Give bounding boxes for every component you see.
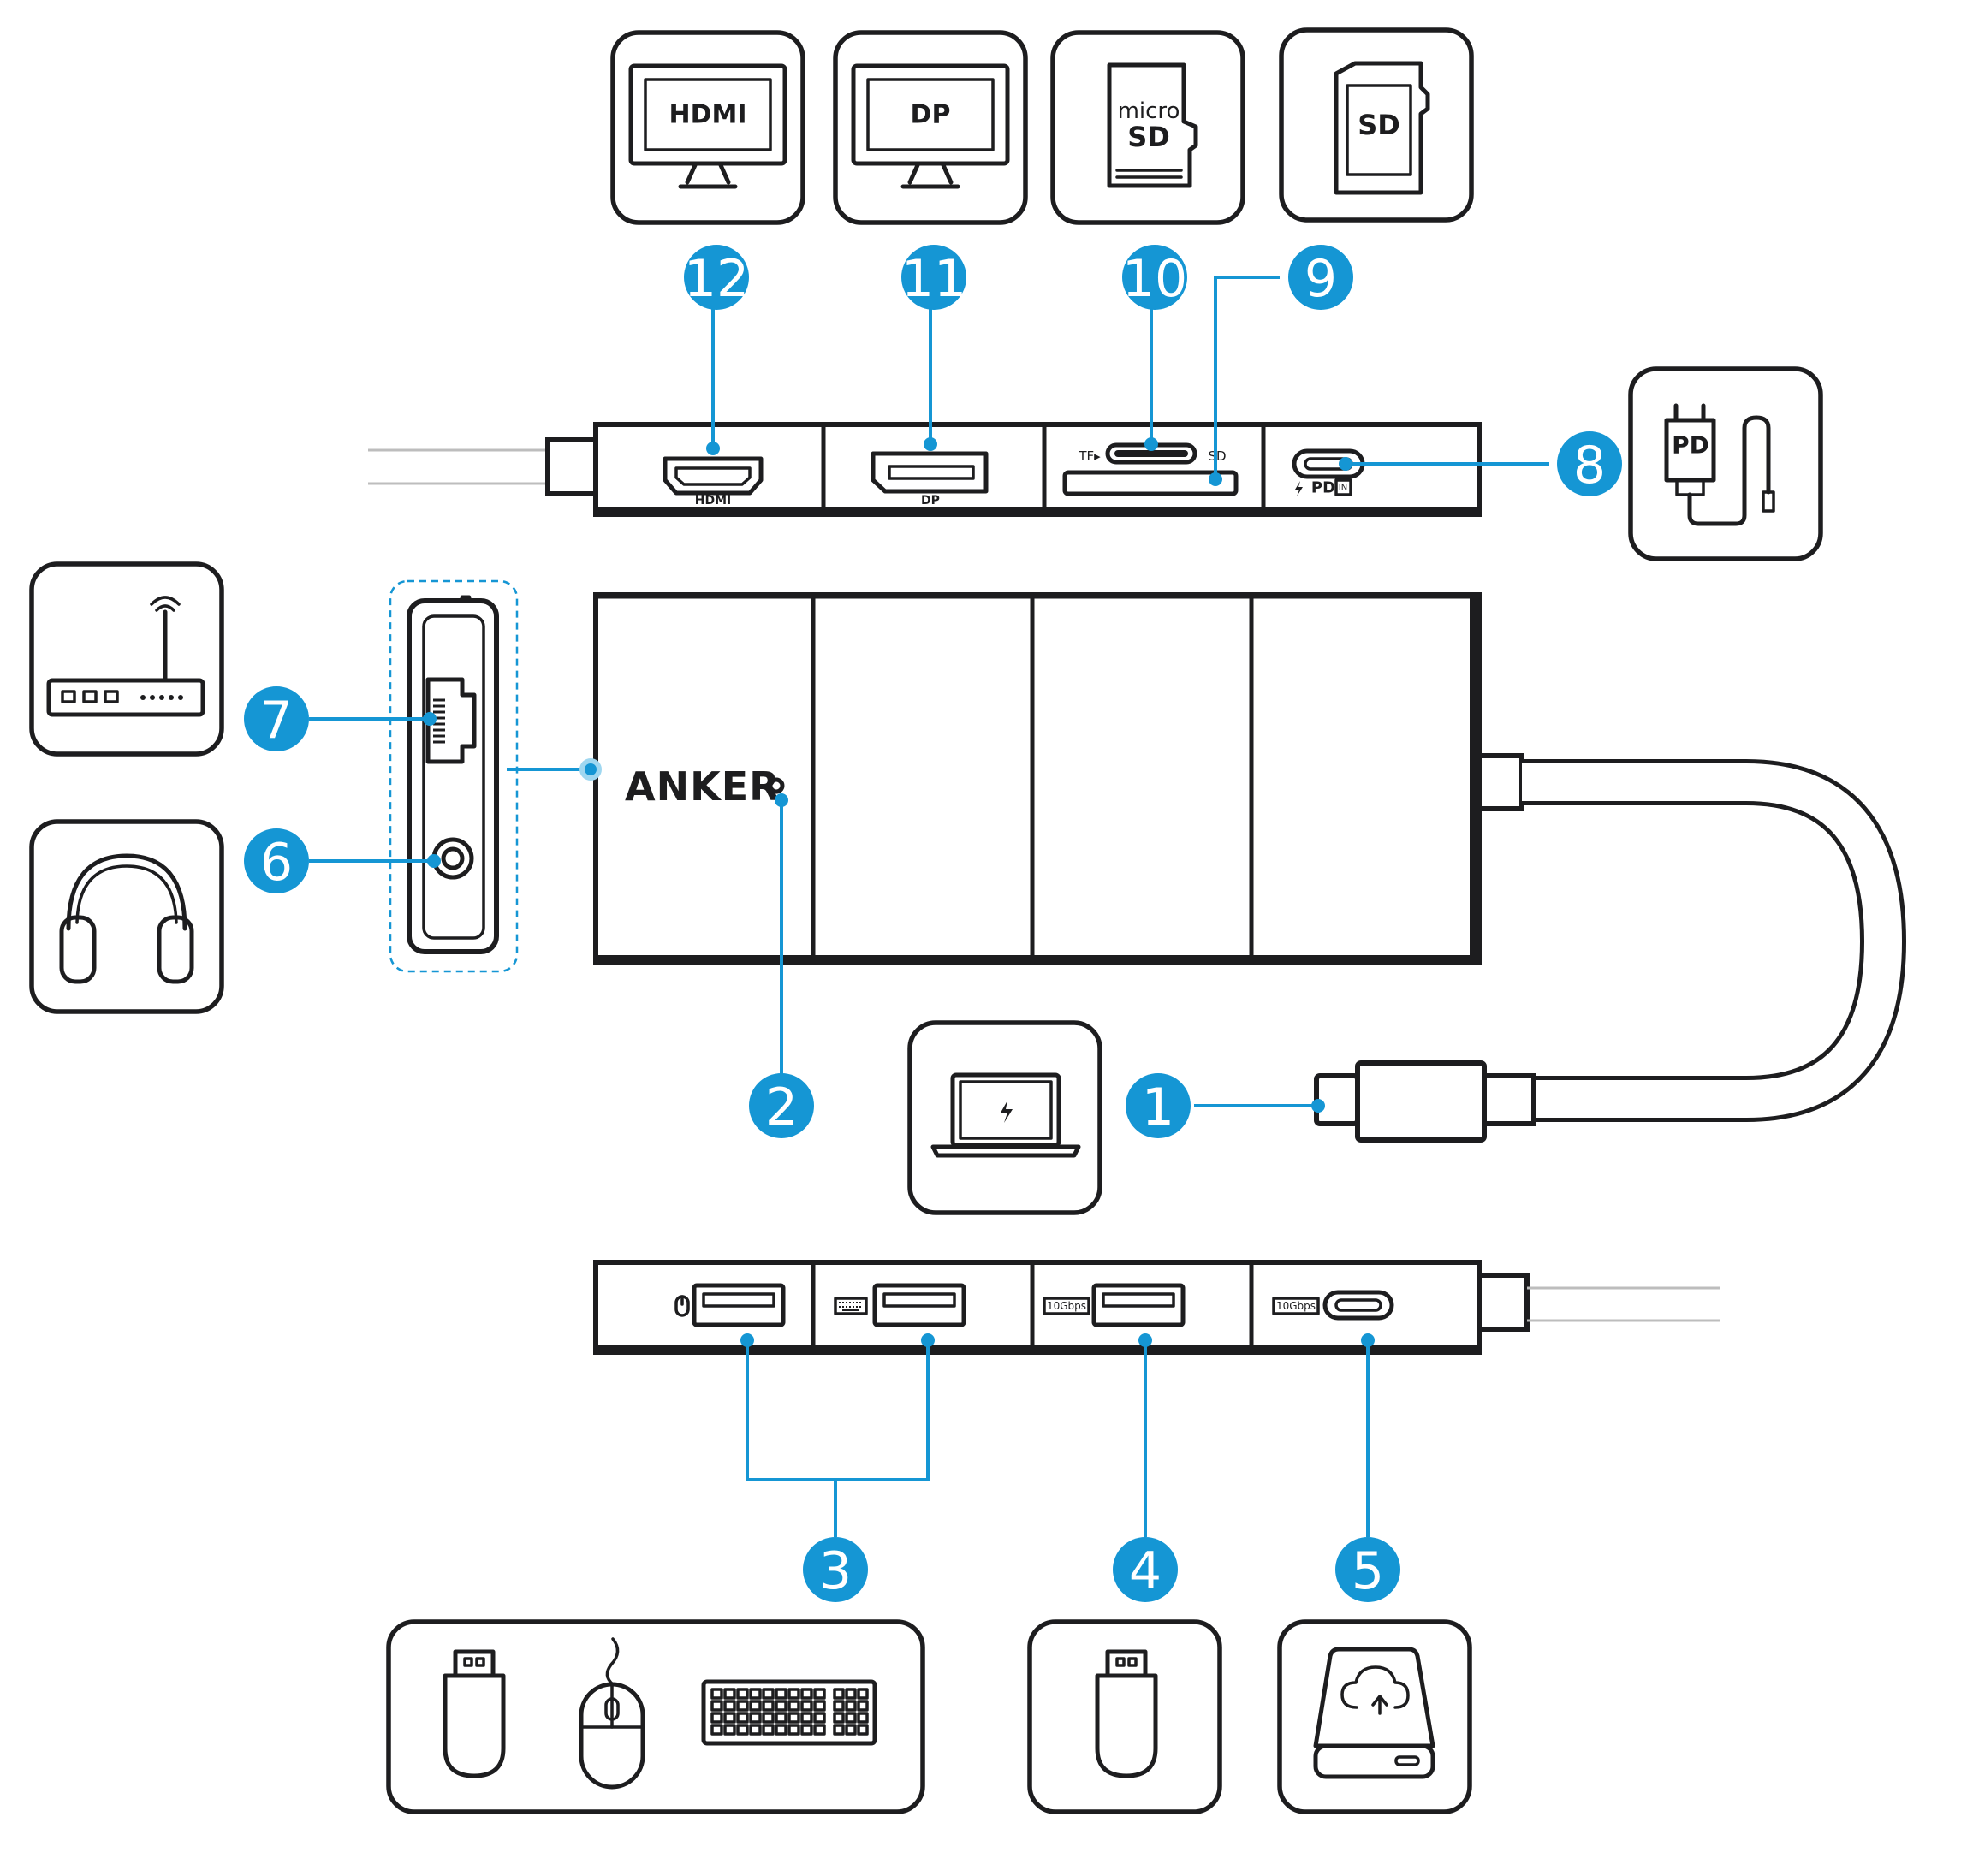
keyboard-small-icon xyxy=(834,1297,868,1315)
microsd-micro-label: micro xyxy=(1118,98,1180,124)
peripherals-panel xyxy=(386,1619,925,1814)
callout-badge-11: 11 xyxy=(901,245,966,310)
router-icon xyxy=(46,596,205,717)
dp-monitor-label: DP xyxy=(911,100,951,130)
callout-badge-7: 7 xyxy=(244,686,309,751)
monitor-icon xyxy=(628,63,787,189)
callout-number: 8 xyxy=(1573,436,1606,496)
microsd-card-icon xyxy=(1107,62,1198,188)
dp-monitor-panel: DP xyxy=(833,30,1028,225)
callout-number: 11 xyxy=(901,249,966,309)
callout-number: 1 xyxy=(1142,1078,1174,1137)
usb-a-port-mouse xyxy=(692,1283,786,1327)
pd-in-label: PD xyxy=(1311,479,1335,497)
top-cable-stub xyxy=(368,437,598,496)
callout-badge-4: 4 xyxy=(1113,1537,1178,1602)
keyboard-icon xyxy=(701,1679,877,1746)
sd-card-icon xyxy=(1334,61,1430,195)
hdmi-port xyxy=(663,456,764,496)
callout-badge-8: 8 xyxy=(1557,431,1622,496)
dp-port-label: DP xyxy=(921,494,940,508)
usb-c-cable xyxy=(1314,753,1906,1143)
power-indicator xyxy=(768,777,785,794)
flash-drive-panel xyxy=(1027,1619,1222,1814)
flash-drive-icon xyxy=(443,1649,506,1778)
tf-label: TF▸ xyxy=(1078,448,1101,464)
callout-number: 12 xyxy=(684,249,749,309)
callout-badge-2: 2 xyxy=(749,1073,814,1138)
pd-in-suffix: IN xyxy=(1339,484,1347,493)
usb-c-speed-label: 10Gbps xyxy=(1276,1300,1316,1312)
external-drive-panel xyxy=(1277,1619,1472,1814)
callout-number: 10 xyxy=(1122,249,1187,309)
usb-a-port-keyboard xyxy=(872,1283,966,1327)
callout-number: 6 xyxy=(260,833,293,893)
side-view-end-cap xyxy=(407,595,499,954)
displayport xyxy=(871,451,989,494)
callout-number: 3 xyxy=(819,1541,852,1601)
pd-charger-panel: PD xyxy=(1628,366,1823,561)
microsd-sd-label: SD xyxy=(1127,121,1170,153)
monitor-icon xyxy=(851,63,1010,189)
charge-bolt-icon xyxy=(1295,481,1303,496)
headphones-icon xyxy=(59,853,194,984)
hdmi-port-label: HDMI xyxy=(695,494,731,508)
bottom-cable-stub xyxy=(1477,1273,1720,1332)
external-drive-icon xyxy=(1313,1647,1435,1779)
callout-badge-1: 1 xyxy=(1126,1073,1191,1138)
bottom-port-strip: 10Gbps 10Gbps xyxy=(593,1260,1482,1355)
sd-slot xyxy=(1062,470,1239,496)
callout-number: 7 xyxy=(260,691,293,751)
laptop-panel xyxy=(907,1020,1102,1215)
sd-card-panel: SD xyxy=(1279,27,1474,223)
callout-number: 9 xyxy=(1304,249,1337,309)
flash-drive-icon xyxy=(1095,1649,1158,1778)
pd-charger-label: PD xyxy=(1672,431,1709,460)
callout-number: 2 xyxy=(765,1078,798,1137)
hub-body: ANKER xyxy=(593,592,1482,965)
laptop-icon xyxy=(930,1072,1081,1158)
hdmi-monitor-panel: HDMI xyxy=(610,30,805,225)
callout-badge-6: 6 xyxy=(244,828,309,893)
microsd-panel: micro SD xyxy=(1050,30,1245,225)
callout-badge-5: 5 xyxy=(1335,1537,1400,1602)
callout-badge-3: 3 xyxy=(803,1537,868,1602)
callout-number: 5 xyxy=(1352,1541,1384,1601)
hdmi-monitor-label: HDMI xyxy=(669,100,746,130)
callout-number: 4 xyxy=(1129,1541,1162,1601)
top-port-strip: HDMI DP TF▸ SD PD IN xyxy=(593,422,1482,517)
charger-icon xyxy=(1664,403,1775,526)
headphones-panel xyxy=(29,819,224,1014)
mouse-icon xyxy=(579,1637,645,1790)
usb-a-speed-label: 10Gbps xyxy=(1047,1300,1086,1312)
ethernet-port xyxy=(425,677,477,764)
sd-card-label: SD xyxy=(1358,109,1400,141)
callout-badge-10: 10 xyxy=(1122,245,1187,310)
mouse-small-icon xyxy=(674,1295,690,1317)
callout-lines xyxy=(309,276,1549,1537)
router-panel xyxy=(29,561,224,757)
brand-logo: ANKER xyxy=(625,763,781,810)
usb-a-10gbps-port xyxy=(1091,1283,1186,1327)
callout-badge-12: 12 xyxy=(684,245,749,310)
usb-c-10gbps-port xyxy=(1322,1290,1394,1321)
callout-badge-9: 9 xyxy=(1288,245,1353,310)
